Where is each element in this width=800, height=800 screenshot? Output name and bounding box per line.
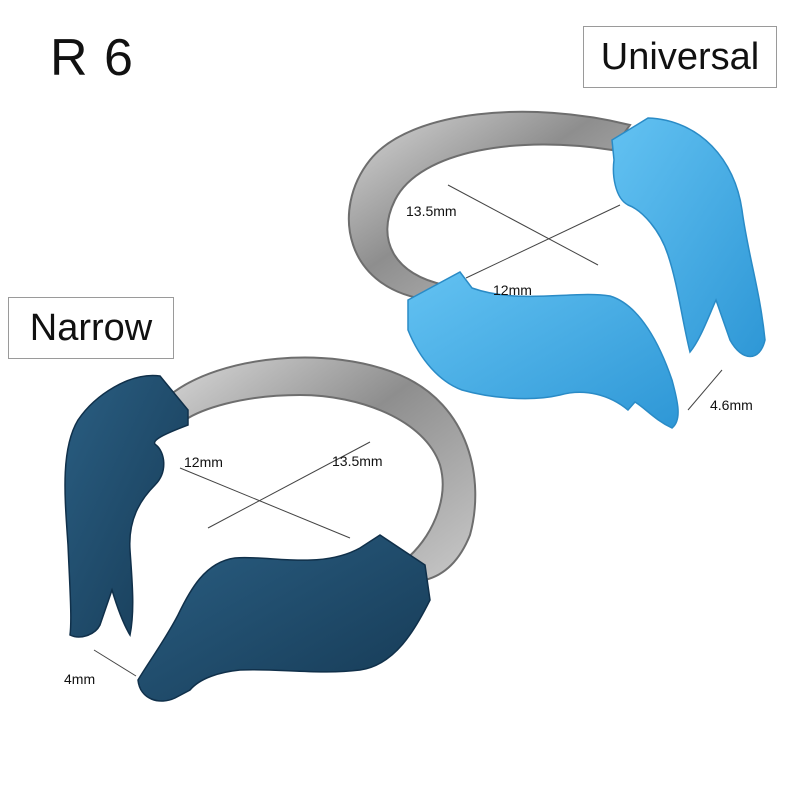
universal-tip-gap: 4.6mm (710, 397, 753, 413)
universal-diameter-a: 13.5mm (406, 203, 457, 219)
narrow-upper-tine (64, 374, 189, 638)
narrow-diameter-a: 12mm (184, 454, 223, 470)
universal-upper-tine (611, 117, 766, 358)
universal-dim-line-b (465, 204, 621, 279)
narrow-ring: 12mm 13.5mm 4mm (64, 356, 477, 702)
universal-dim-line-a (447, 184, 599, 266)
universal-lower-tine (407, 271, 679, 429)
universal-ring: 13.5mm 12mm 4.6mm (347, 110, 766, 429)
universal-metal-band (347, 110, 632, 302)
narrow-tip-gap: 4mm (64, 671, 95, 687)
universal-gap-line (687, 369, 723, 411)
narrow-diameter-b: 13.5mm (332, 453, 383, 469)
narrow-gap-line (93, 649, 137, 677)
narrow-label: Narrow (8, 297, 174, 359)
narrow-dim-line-a (179, 467, 351, 539)
page-title: R 6 (50, 29, 134, 87)
narrow-lower-tine (137, 534, 431, 702)
universal-diameter-b: 12mm (493, 282, 532, 298)
universal-label: Universal (583, 26, 777, 88)
narrow-dim-line-b (207, 441, 371, 529)
